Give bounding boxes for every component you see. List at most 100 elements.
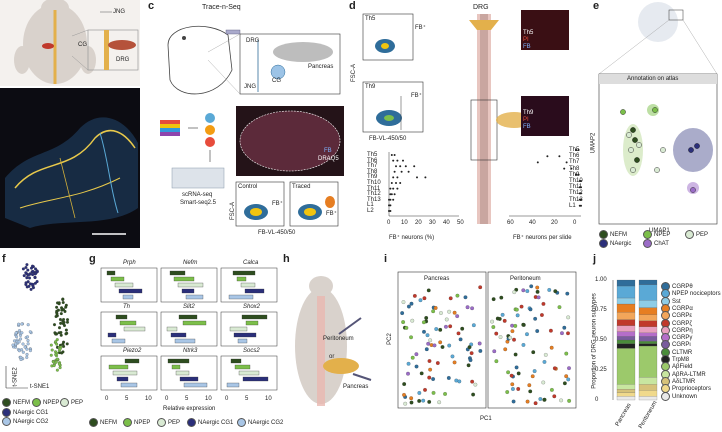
pca-point — [447, 309, 452, 314]
expression-xlabel: Relative expression — [163, 406, 216, 412]
tsne-point — [26, 323, 30, 327]
panel-label-h: h — [283, 253, 290, 265]
tsne-point — [55, 342, 59, 346]
d-left-level-label: Th9 — [367, 174, 378, 181]
pca-point — [428, 338, 433, 343]
tsne-point — [64, 332, 68, 336]
pca-point — [532, 369, 537, 373]
pca-point — [426, 341, 431, 346]
d-left-level-label: Th8 — [367, 168, 378, 175]
pca-point — [444, 324, 448, 329]
pca-point — [443, 392, 447, 396]
gene-box — [244, 288, 265, 294]
d-left-level-label: Th13 — [367, 196, 381, 203]
pca-point — [511, 399, 516, 404]
tsne-point — [17, 349, 21, 353]
gene-box — [166, 326, 178, 332]
expression-tick: 0 — [165, 396, 169, 402]
tsne-point — [55, 312, 59, 316]
gene-box — [242, 376, 269, 382]
gene-box — [238, 370, 260, 376]
label-jng: JNG — [244, 84, 256, 90]
d-right-tick: 0 — [573, 220, 577, 226]
tsne-point — [51, 360, 55, 364]
d-flow-yaxis: FSC-A — [351, 64, 357, 82]
proportion-segment — [638, 343, 658, 347]
pca-point — [402, 392, 406, 397]
tsne-point — [62, 318, 66, 322]
expression-legend-swatch — [89, 418, 98, 427]
pca-point — [410, 355, 415, 360]
pca-point — [431, 377, 436, 381]
proportion-legend-item: Unknown — [661, 391, 697, 401]
umap-point — [654, 167, 660, 173]
pca-point — [433, 306, 438, 310]
d-right-dot — [575, 149, 578, 151]
tsne-points — [11, 263, 70, 372]
tsne-point — [19, 357, 23, 361]
tsne-point — [29, 287, 33, 291]
pca-point — [465, 305, 470, 310]
pca-point — [452, 310, 457, 315]
gene-label: Piezo2 — [123, 348, 142, 354]
pca-point — [566, 331, 570, 336]
d-left-dot — [392, 159, 395, 162]
umap-point — [620, 109, 626, 115]
gene-subplot-frame — [160, 267, 218, 303]
proportion-segment — [638, 336, 658, 342]
d-left-level-label: Th6 — [367, 157, 378, 164]
pca-point — [406, 304, 411, 309]
pca-point — [506, 370, 511, 375]
gene-box — [167, 358, 190, 364]
d-left-tick: 40 — [443, 220, 450, 226]
d-right-level-label: Th12 — [569, 190, 583, 197]
pca-point — [509, 373, 514, 378]
proportion-legend-label: NPEP nociceptors — [672, 291, 721, 298]
gene-box — [116, 376, 129, 382]
d-drg-title: DRG — [473, 4, 489, 11]
tsne-point — [58, 347, 62, 351]
pca-point — [535, 329, 540, 333]
pca-point — [409, 400, 414, 405]
umap-legend-label: NAergic — [610, 241, 632, 248]
umap-point — [634, 157, 640, 163]
pca-point — [410, 318, 415, 323]
tsne-point — [58, 318, 62, 322]
tsne-point — [55, 305, 59, 309]
pca-point — [528, 389, 533, 394]
d-left-dot — [390, 182, 393, 184]
d-left-dot — [392, 198, 395, 201]
d-left-tick: 50 — [457, 220, 464, 226]
panel-b-lightsheet-image — [0, 88, 140, 248]
pca-point — [431, 309, 436, 314]
tsne-point — [57, 362, 61, 366]
gene-box — [118, 288, 143, 294]
pca-point — [424, 316, 429, 320]
tsne-point — [50, 348, 54, 352]
umap-banner: Annotation on atlas — [627, 76, 679, 82]
pca-point — [525, 289, 530, 293]
pca-point — [439, 311, 443, 315]
tsne-point — [55, 368, 59, 372]
tsne-point — [65, 320, 69, 324]
tsne-point — [25, 355, 29, 359]
umap-legend-item: PEP — [685, 230, 708, 239]
tsne-legend-label: PEP — [71, 400, 84, 407]
label-peritoneum: Peritoneum — [323, 336, 354, 342]
umap-legend-swatch — [599, 239, 608, 248]
gene-box — [182, 320, 207, 326]
pca-point — [406, 361, 411, 366]
tsne-point — [28, 330, 32, 334]
pca-point — [505, 390, 510, 394]
d-left-dot — [393, 193, 396, 196]
pca-point — [428, 367, 433, 372]
pca-point — [547, 288, 552, 292]
pca-point — [455, 314, 460, 319]
pca-point — [564, 351, 569, 356]
tsne-point — [65, 342, 69, 346]
proportion-ytick: 0.50 — [595, 337, 607, 343]
tsne-point — [59, 321, 63, 325]
pca-point — [516, 371, 521, 376]
tsne-point — [25, 347, 29, 351]
d-right-level-label: L1 — [569, 202, 576, 209]
